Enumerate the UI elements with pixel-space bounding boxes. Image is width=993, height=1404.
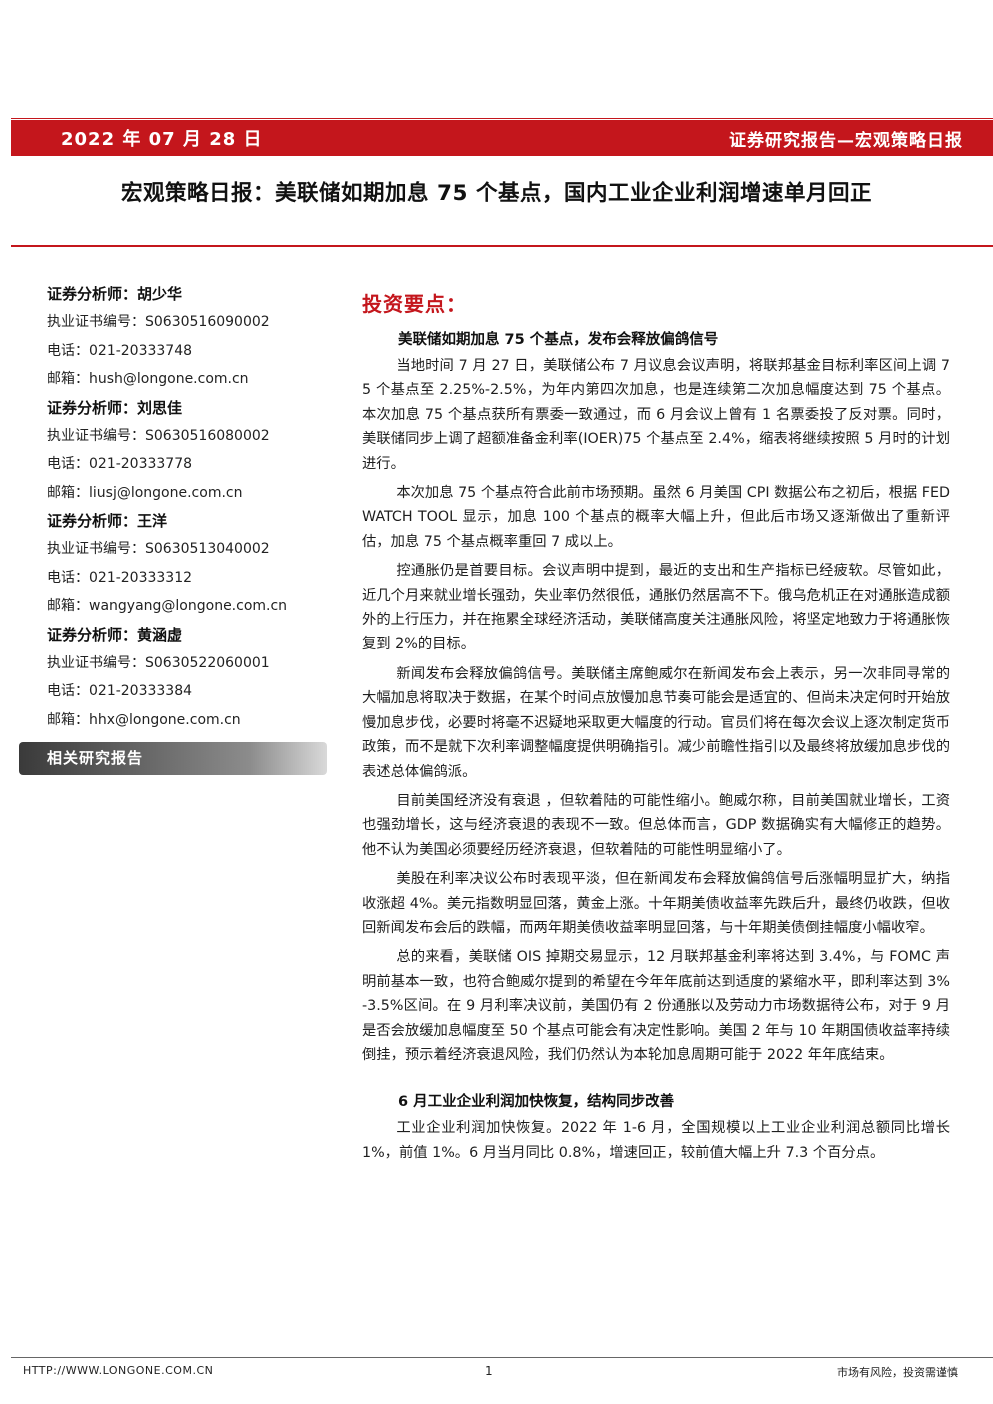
analyst-email[interactable]: 邮箱：hush@longone.com.cn bbox=[47, 371, 249, 387]
sub-heading-fed: 美联储如期加息 75 个基点，发布会释放偏鸽信号 bbox=[398, 332, 719, 348]
related-reports-heading: 相关研究报告 bbox=[19, 742, 327, 775]
analyst-name: 证券分析师：黄涵虚 bbox=[47, 625, 183, 644]
sub-heading-industry: 6 月工业企业利润加快恢复，结构同步改善 bbox=[398, 1094, 675, 1111]
investment-highlights: 投资要点： 美联储如期加息 75 个基点，发布会释放偏鸽信号 当地时间 7 月 … bbox=[362, 286, 950, 1170]
paragraph: 本次加息 75 个基点符合此前市场预期。虽然 6 月美国 CPI 数据公布之初后… bbox=[362, 485, 950, 550]
analyst-cert: 执业证书编号：S0630516090002 bbox=[47, 314, 270, 330]
paragraph: 总的来看，美联储 OIS 掉期交易显示，12 月联邦基金利率将达到 3.4%，与… bbox=[362, 949, 950, 1063]
footer-divider bbox=[11, 1357, 993, 1358]
analyst-card: 证券分析师：刘思佳 执业证书编号：S0630516080002 电话：021-2… bbox=[47, 394, 332, 508]
analyst-card: 证券分析师：胡少华 执业证书编号：S0630516090002 电话：021-2… bbox=[47, 280, 332, 394]
paragraph: 美股在利率决议公布时表现平淡，但在新闻发布会释放偏鸽信号后涨幅明显扩大，纳指收涨… bbox=[362, 871, 950, 936]
analyst-cert: 执业证书编号：S0630513040002 bbox=[47, 541, 270, 557]
report-date: 2022 年 07 月 28 日 bbox=[61, 129, 263, 150]
report-series: 证券研究报告—宏观策略日报 bbox=[729, 130, 963, 151]
paragraph: 当地时间 7 月 27 日，美联储公布 7 月议息会议声明，将联邦基金目标利率区… bbox=[362, 358, 950, 472]
analyst-email[interactable]: 邮箱：hhx@longone.com.cn bbox=[47, 711, 241, 728]
paragraph: 新闻发布会释放偏鸽信号。美联储主席鲍威尔在新闻发布会上表示，另一次非同寻常的大幅… bbox=[362, 665, 950, 780]
analyst-phone: 电话：021-20333312 bbox=[47, 569, 193, 586]
analyst-phone: 电话：021-20333778 bbox=[47, 456, 193, 472]
paragraph: 工业企业利润加快恢复。2022 年 1-6 月，全国规模以上工业企业利润总额同比… bbox=[362, 1120, 950, 1161]
risk-disclaimer: 市场有风险，投资需谨慎 bbox=[837, 1366, 958, 1379]
paragraph: 目前美国经济没有衰退 ，但软着陆的可能性缩小。鲍威尔称，目前美国就业增长，工资也… bbox=[362, 792, 950, 858]
analyst-name: 证券分析师：王洋 bbox=[47, 512, 168, 530]
report-title: 宏观策略日报：美联储如期加息 75 个基点，国内工业企业利润增速单月回正 bbox=[121, 181, 872, 206]
analyst-card: 证券分析师：王洋 执业证书编号：S0630513040002 电话：021-20… bbox=[47, 507, 332, 621]
analyst-email[interactable]: 邮箱：liusj@longone.com.cn bbox=[47, 484, 243, 501]
analyst-cert: 执业证书编号：S0630516080002 bbox=[47, 427, 270, 444]
analyst-name: 证券分析师：胡少华 bbox=[47, 285, 183, 303]
analyst-phone: 电话：021-20333748 bbox=[47, 342, 193, 359]
section-title: 投资要点： bbox=[362, 292, 467, 316]
analyst-email[interactable]: 邮箱：wangyang@longone.com.cn bbox=[47, 598, 288, 614]
paragraph: 控通胀仍是首要目标。会议声明中提到，最近的支出和生产指标已经疲软。尽管如此，近几… bbox=[362, 563, 950, 653]
title-divider bbox=[11, 245, 993, 247]
analyst-phone: 电话：021-20333384 bbox=[47, 683, 193, 699]
analyst-cert: 执业证书编号：S0630522060001 bbox=[47, 654, 270, 671]
page-number: 1 bbox=[485, 1364, 493, 1378]
analyst-sidebar: 证券分析师：胡少华 执业证书编号：S0630516090002 电话：021-2… bbox=[47, 280, 332, 734]
analyst-card: 证券分析师：黄涵虚 执业证书编号：S0630522060001 电话：021-2… bbox=[47, 621, 332, 735]
website-link[interactable]: HTTP://WWW.LONGONE.COM.CN bbox=[23, 1364, 214, 1377]
analyst-name: 证券分析师：刘思佳 bbox=[47, 398, 183, 417]
header-top-rule bbox=[11, 118, 993, 119]
report-header-band: 2022 年 07 月 28 日 证券研究报告—宏观策略日报 bbox=[11, 120, 993, 156]
section-gap bbox=[362, 1072, 950, 1084]
